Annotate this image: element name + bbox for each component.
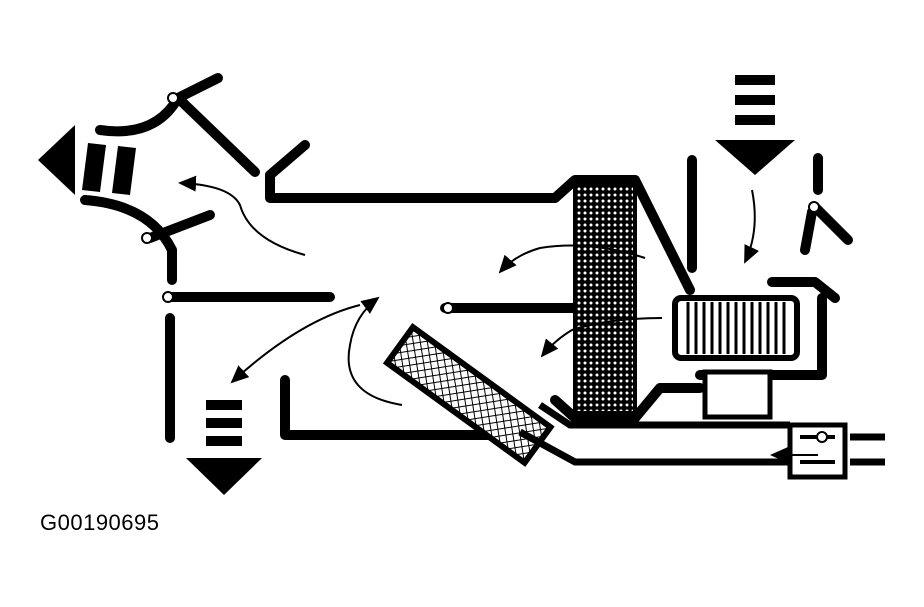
mode-door[interactable] xyxy=(173,73,260,177)
floor-door-pivot xyxy=(162,291,174,303)
heater-hose-valve xyxy=(787,422,848,480)
recirc-door[interactable] xyxy=(800,203,853,255)
heater-core-pivot xyxy=(442,302,454,314)
blend-door-pivot xyxy=(141,232,153,244)
blend-door[interactable] xyxy=(145,210,215,243)
floor-outlet-arrow xyxy=(186,400,262,495)
defrost-duct xyxy=(95,93,183,137)
heater-hoses xyxy=(518,402,885,466)
heater-core xyxy=(382,323,555,467)
airflow-arrows xyxy=(178,175,760,406)
mode-door-pivot xyxy=(167,92,179,104)
airflow-arrow-1 xyxy=(178,175,306,256)
airflow-arrow-4 xyxy=(498,244,646,274)
fresh-air-inlet-arrow xyxy=(715,75,795,175)
blower-motor xyxy=(672,295,800,420)
airflow-arrow-2 xyxy=(230,304,361,384)
airflow-arrow-5 xyxy=(540,317,663,358)
defrost-outlet-arrow xyxy=(38,125,136,195)
valve-pivot xyxy=(816,431,828,443)
airflow-arrow-6 xyxy=(744,189,760,264)
airflow-arrow-3 xyxy=(347,296,403,406)
evaporator-core xyxy=(573,183,637,415)
figure-id-label: G00190695 xyxy=(40,510,160,535)
recirc-door-pivot xyxy=(808,201,820,213)
